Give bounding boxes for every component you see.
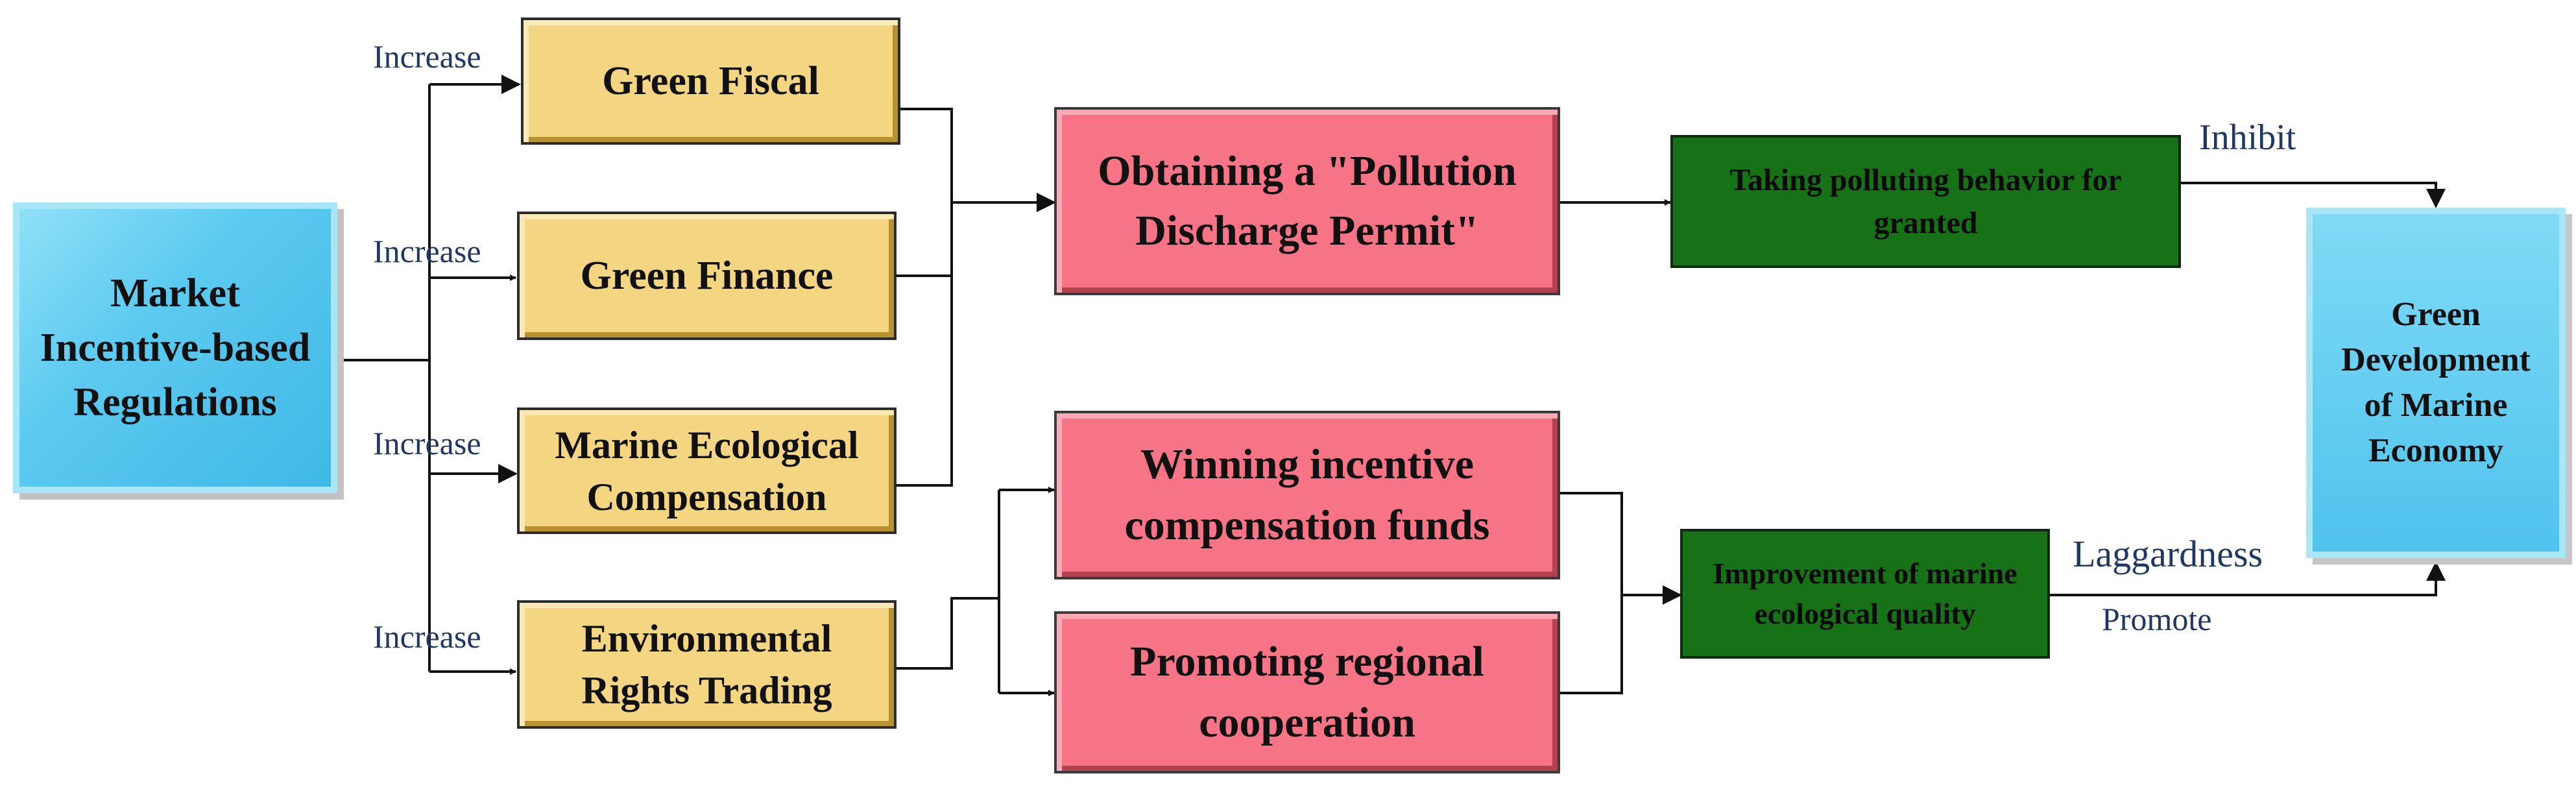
green-fiscal-label: Green Fiscal xyxy=(602,58,819,103)
edge-label-increase-4: Increase xyxy=(373,618,481,655)
market-incentive-regulations-box: Market Incentive-based Regulations xyxy=(13,202,337,493)
pollution-discharge-permit-label: Obtaining a "Pollution Discharge Permit" xyxy=(1098,147,1517,254)
green-fiscal-box: Green Fiscal xyxy=(521,18,900,145)
green-finance-box: Green Finance xyxy=(517,212,897,340)
wire-funds-out xyxy=(1560,492,1623,694)
wire-fiscal-out xyxy=(895,108,953,487)
regional-cooperation-box: Promoting regional cooperation xyxy=(1054,611,1560,773)
pollution-discharge-permit-box: Obtaining a "Pollution Discharge Permit" xyxy=(1054,107,1560,295)
environmental-rights-trading-label: Environmental Rights Trading xyxy=(581,617,832,712)
polluting-behavior-box: Taking polluting behavior for granted xyxy=(1670,135,2181,268)
green-development-marine-economy-label: Green Development of Marine Economy xyxy=(2341,296,2531,469)
edge-label-inhibit: Inhibit xyxy=(2199,117,2296,158)
edge-label-increase-2: Increase xyxy=(373,233,481,269)
incentive-compensation-funds-box: Winning incentive compensation funds xyxy=(1054,411,1560,579)
incentive-compensation-funds-label: Winning incentive compensation funds xyxy=(1124,441,1490,549)
market-incentive-regulations-label: Market Incentive-based Regulations xyxy=(40,271,311,424)
marine-ecological-quality-label: Improvement of marine ecological quality xyxy=(1713,557,2017,630)
marine-ecological-compensation-box: Marine Ecological Compensation xyxy=(517,408,897,534)
edge-label-increase-3: Increase xyxy=(373,425,481,461)
polluting-behavior-label: Taking polluting behavior for granted xyxy=(1729,162,2122,240)
marine-ecological-compensation-label: Marine Ecological Compensation xyxy=(555,423,859,518)
regional-cooperation-label: Promoting regional cooperation xyxy=(1130,638,1484,746)
environmental-rights-trading-box: Environmental Rights Trading xyxy=(517,600,897,729)
marine-ecological-quality-box: Improvement of marine ecological quality xyxy=(1680,529,2050,659)
arrow-promote-to-outcome xyxy=(2050,561,2446,596)
edge-label-laggardness: Laggardness xyxy=(2073,533,2263,575)
green-development-marine-economy-box: Green Development of Marine Economy xyxy=(2306,208,2566,558)
edge-label-increase-1: Increase xyxy=(373,38,481,75)
arrow-inhibit-to-outcome xyxy=(2181,182,2446,208)
green-finance-label: Green Finance xyxy=(580,253,834,298)
wire-trading-out xyxy=(895,597,999,670)
edge-label-promote: Promote xyxy=(2102,601,2212,637)
